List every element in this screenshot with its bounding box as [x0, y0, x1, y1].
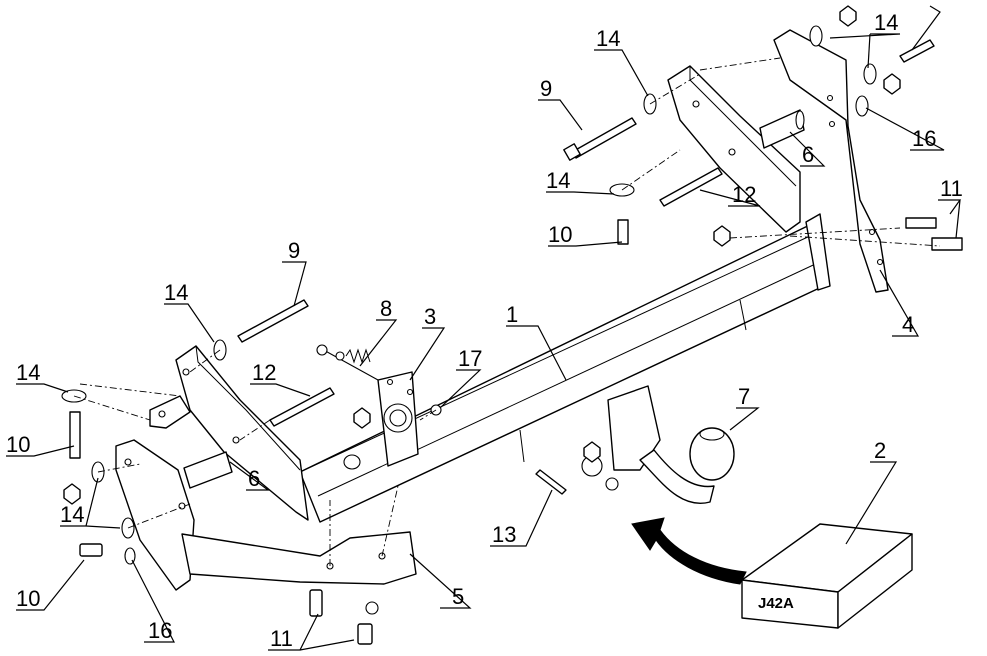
callout-17: 17	[458, 346, 482, 371]
callout-14-left-upper: 14	[164, 280, 188, 305]
left-side-plate	[115, 439, 417, 591]
callout-11-lower: 11	[270, 626, 293, 651]
callout-9-right: 9	[540, 76, 552, 101]
spring-bolt	[316, 344, 379, 381]
callout-8: 8	[380, 296, 392, 321]
product-code: J42A	[758, 595, 794, 612]
right-side-plate	[773, 29, 889, 293]
callout-10-lower: 10	[16, 586, 40, 611]
callout-16-right: 16	[912, 126, 936, 151]
callout-12-left: 12	[252, 360, 276, 385]
callout-3: 3	[424, 304, 436, 329]
curved-arrow	[631, 517, 747, 585]
right-bracket	[667, 65, 805, 233]
callout-11-right: 11	[940, 176, 963, 201]
package-box	[741, 523, 913, 629]
hardware	[61, 5, 963, 645]
callout-4: 4	[902, 312, 914, 337]
assembly-lines	[73, 57, 941, 566]
left-bracket	[149, 345, 309, 521]
towball-assembly	[581, 385, 735, 505]
callout-5: 5	[452, 584, 464, 609]
crossbar	[299, 213, 831, 523]
callout-12-right: 12	[732, 182, 756, 207]
callout-7: 7	[738, 384, 750, 409]
callout-1: 1	[506, 302, 518, 327]
callout-10-right: 10	[548, 222, 572, 247]
callout-13: 13	[492, 522, 516, 547]
callout-10-left: 10	[6, 432, 30, 457]
callout-14-top-right: 14	[874, 10, 898, 35]
callout-6-left: 6	[248, 466, 260, 491]
callout-14-left: 14	[16, 360, 40, 385]
callout-labels: 1 2 3 4 5 6 6 7 8 9 9 10 10 10 11 11 12 …	[6, 10, 963, 651]
callout-14-right: 14	[546, 168, 570, 193]
socket-plate	[377, 371, 419, 467]
callout-9-left: 9	[288, 238, 300, 263]
callout-6-right: 6	[802, 142, 814, 167]
callout-16-lower: 16	[148, 618, 172, 643]
callout-2: 2	[874, 438, 886, 463]
callout-14-lower-left: 14	[60, 502, 84, 527]
leader-lines	[6, 5, 962, 651]
callout-14-top: 14	[596, 26, 620, 51]
